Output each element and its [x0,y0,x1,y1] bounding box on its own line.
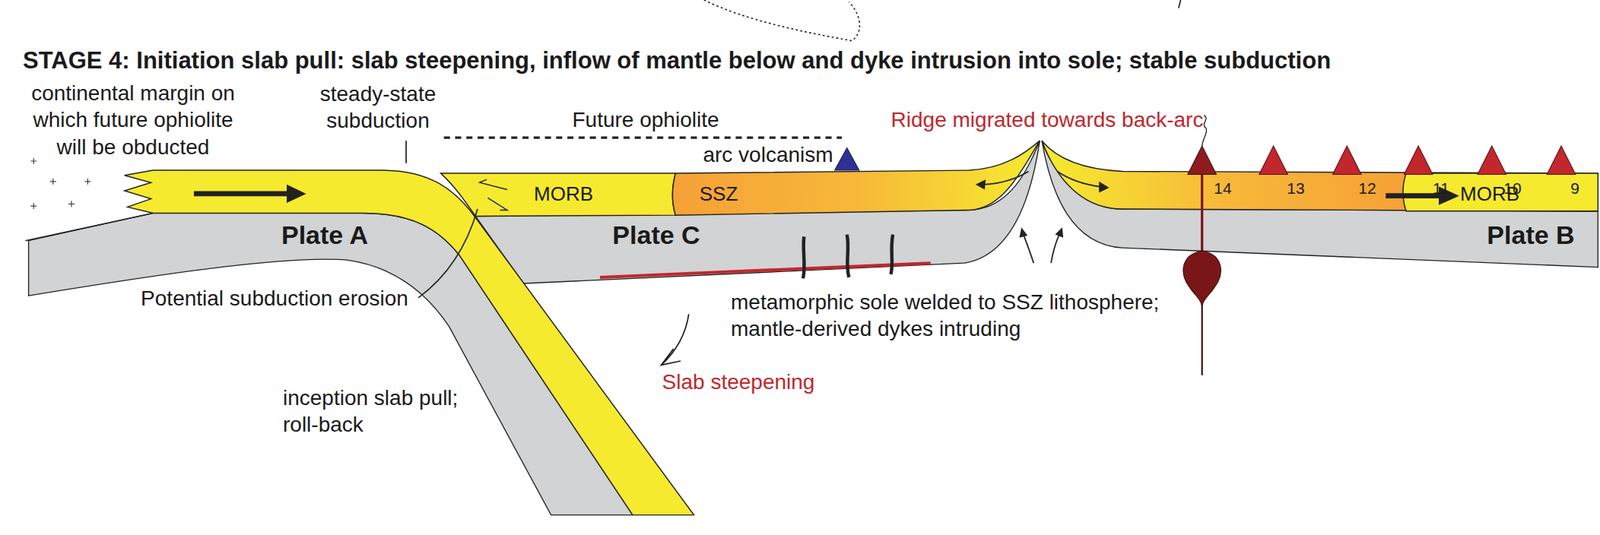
crust-label: MORB [533,181,594,207]
volcano-symbol [1259,146,1289,175]
spreading-arrow [1057,171,1100,187]
volcano-symbol [1477,146,1507,175]
previous-stage-trace [704,0,861,42]
crust-label: SSZ [699,181,739,207]
diagram-title: STAGE 4: Initiation slab pull: slab stee… [22,46,1331,75]
arc-volcano-symbol [834,148,860,172]
callout-number: 14 [1213,178,1232,199]
arrow-head [975,179,986,190]
callout-number: 9 [1570,178,1580,199]
shear-sense-arrow [479,179,508,190]
slab-steepening-arrow [661,314,689,366]
callout-text: Ridge migrated towards back-arc [891,106,1204,134]
plate-label: Plate A [281,219,369,252]
continental-crust-crosses [30,158,91,210]
magma-chamber [1183,250,1221,306]
plate-motion-arrow [193,191,289,197]
future-ophiolite-extent [444,136,842,140]
plate-label: Plate C [612,219,700,252]
volcano-symbol [1332,146,1362,175]
callout-text: arc volcanism [702,141,833,169]
callout-text: metamorphic sole welded to SSZ lithosphe… [730,288,1188,343]
plate-label: Plate B [1486,219,1575,252]
callout-number: 13 [1286,178,1305,199]
spreading-arrow [984,171,1029,185]
section-group [25,0,1599,516]
mantle-inflow-arrow [1050,234,1060,264]
crust-label: MORB [1460,181,1520,207]
magma-feeder [1201,304,1204,376]
oceanic-crust-plate-a [124,170,695,516]
leader-line [405,140,407,164]
leader-line [418,209,478,299]
plate-motion-arrow [1385,193,1441,199]
morb-crust-plate-b [1403,173,1598,212]
callout-text: continental margin on which future ophio… [17,79,250,161]
callout-text: Slab steepening [662,368,816,396]
morb-crust-plate-c [441,173,677,216]
volcano-symbol [1546,146,1576,175]
callout-text: inception slab pull; roll-back [282,384,470,439]
shear-sense-arrow [487,197,507,210]
arrow-head [1098,181,1109,194]
arrow-head [286,184,306,204]
mantle-inflow-arrow [1023,234,1034,264]
callout-number: 11 [1432,178,1450,199]
callout-number: 12 [1358,178,1376,199]
volcano-symbol [1187,146,1217,175]
volcano-symbol [1403,146,1433,175]
metamorphic-sole [600,263,931,278]
lithosphere-plate-b [1041,140,1598,267]
arrow-head [1019,227,1028,238]
callout-text: Potential subduction erosion [140,285,409,312]
continental-margin-outline [25,212,154,241]
dyke-symbol [803,234,893,280]
callout-text: steady-state subduction [315,80,442,135]
ssz-crust-plate-c [672,140,1040,216]
ssz-crust-plate-b [1041,140,1598,212]
callout-text: Future ophiolite [571,106,719,134]
previous-stage-trace [1178,0,1181,9]
arrow-head [1054,227,1064,238]
